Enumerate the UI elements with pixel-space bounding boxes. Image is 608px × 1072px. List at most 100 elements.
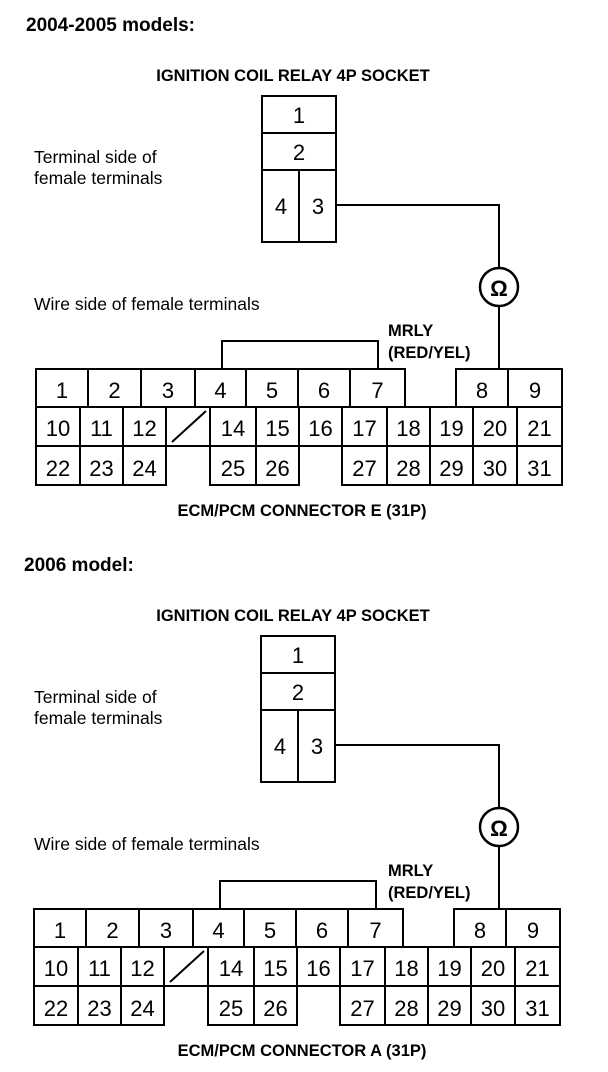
ohmmeter-symbol: Ω — [490, 276, 508, 301]
connector-terminal: 21 — [525, 956, 549, 981]
socket-terminal: 2 — [292, 680, 304, 705]
connector-terminal: 27 — [352, 456, 376, 481]
connector-cell — [77, 985, 122, 1026]
connector-terminal: 18 — [394, 956, 418, 981]
connector-cell — [255, 445, 300, 486]
connector-terminal: 1 — [56, 378, 68, 403]
connector-cell — [349, 368, 406, 408]
socket-terminal: 4 — [275, 194, 287, 219]
connector-terminal: 10 — [44, 956, 68, 981]
connector-terminal: 15 — [265, 416, 289, 441]
mrly-jumper-bracket — [221, 340, 379, 368]
connector-terminal: 29 — [437, 996, 461, 1021]
section-heading: 2006 model: — [24, 555, 134, 576]
connector-terminal: 31 — [525, 996, 549, 1021]
connector-cell — [85, 908, 140, 948]
connector-terminal: 22 — [46, 456, 70, 481]
connector-terminal: 31 — [527, 456, 551, 481]
connector-cell — [33, 985, 79, 1026]
connector-cell — [347, 908, 404, 948]
connector-terminal: 20 — [481, 956, 505, 981]
connector-cell — [470, 946, 516, 987]
connector-terminal: 19 — [439, 416, 463, 441]
connector-terminal: 1 — [54, 918, 66, 943]
connector-cell — [253, 985, 298, 1026]
connector-terminal: 5 — [266, 378, 278, 403]
connector-cell — [209, 445, 257, 486]
connector-terminal: 5 — [264, 918, 276, 943]
connector-terminal: 3 — [162, 378, 174, 403]
socket-caption-line: female terminals — [34, 708, 163, 728]
socket-terminal: 3 — [311, 734, 323, 759]
connector-cell — [453, 908, 507, 948]
socket-caption-line: female terminals — [34, 168, 163, 188]
connector-terminal: 12 — [132, 416, 156, 441]
connector-terminal: 24 — [130, 996, 154, 1021]
test-lead-wire — [335, 744, 500, 808]
connector-blank-slash — [171, 410, 207, 443]
connector-cell — [35, 406, 81, 447]
connector-terminal: 17 — [352, 416, 376, 441]
connector-cell — [386, 445, 431, 486]
connector-terminal: 15 — [263, 956, 287, 981]
connector-cell — [516, 445, 563, 486]
connector-terminal: 12 — [130, 956, 154, 981]
connector-cell — [79, 445, 124, 486]
connector-terminal: 24 — [132, 456, 156, 481]
connector-terminal: 7 — [369, 918, 381, 943]
connector-cell — [33, 946, 79, 987]
wire-label: (RED/YEL) — [388, 884, 471, 902]
connector-terminal: 17 — [350, 956, 374, 981]
connector-cell — [243, 908, 297, 948]
connector-cell — [245, 368, 299, 408]
socket-title: IGNITION COIL RELAY 4P SOCKET — [156, 67, 430, 85]
socket-caption-line: Terminal side of — [34, 687, 157, 707]
socket-caption-line: Terminal side of — [34, 147, 157, 167]
connector-terminal: 25 — [221, 456, 245, 481]
connector-cell — [429, 406, 474, 447]
connector-terminal: 21 — [527, 416, 551, 441]
connector-terminal: 16 — [306, 956, 330, 981]
connector-terminal: 11 — [90, 416, 113, 441]
connector-terminal: 18 — [396, 416, 420, 441]
connector-title: ECM/PCM CONNECTOR E (31P) — [177, 502, 426, 520]
wire-side-caption: Wire side of female terminals — [34, 834, 260, 854]
connector-terminal: 26 — [263, 996, 287, 1021]
test-lead-wire — [336, 204, 500, 268]
connector-terminal: 23 — [89, 456, 113, 481]
connector-terminal: 8 — [474, 918, 486, 943]
socket-terminal: 1 — [293, 103, 305, 128]
connector-terminal: 29 — [439, 456, 463, 481]
connector-terminal: 6 — [318, 378, 330, 403]
socket-terminal: 2 — [293, 140, 305, 165]
connector-terminal: 2 — [108, 378, 120, 403]
wire-label: (RED/YEL) — [388, 344, 471, 362]
connector-terminal: 20 — [483, 416, 507, 441]
connector-terminal: 7 — [371, 378, 383, 403]
socket-title: IGNITION COIL RELAY 4P SOCKET — [156, 607, 430, 625]
connector-terminal: 23 — [87, 996, 111, 1021]
mrly-jumper-bracket — [219, 880, 377, 908]
connector-terminal: 4 — [212, 918, 224, 943]
connector-terminal: 27 — [350, 996, 374, 1021]
connector-terminal: 11 — [88, 956, 111, 981]
connector-terminal: 16 — [308, 416, 332, 441]
connector-terminal: 10 — [46, 416, 70, 441]
connector-terminal: 30 — [483, 456, 507, 481]
connector-cell — [298, 406, 343, 447]
connector-terminal: 26 — [265, 456, 289, 481]
connector-cell — [427, 985, 472, 1026]
connector-title: ECM/PCM CONNECTOR A (31P) — [178, 1042, 427, 1060]
socket-terminal: 4 — [274, 734, 286, 759]
connector-terminal: 19 — [437, 956, 461, 981]
connector-cell — [384, 985, 429, 1026]
connector-terminal: 9 — [527, 918, 539, 943]
ohmmeter-symbol: Ω — [490, 816, 508, 841]
wire-side-caption: Wire side of female terminals — [34, 294, 260, 314]
connector-cell — [122, 445, 167, 486]
connector-cell — [87, 368, 142, 408]
connector-cell — [507, 368, 563, 408]
